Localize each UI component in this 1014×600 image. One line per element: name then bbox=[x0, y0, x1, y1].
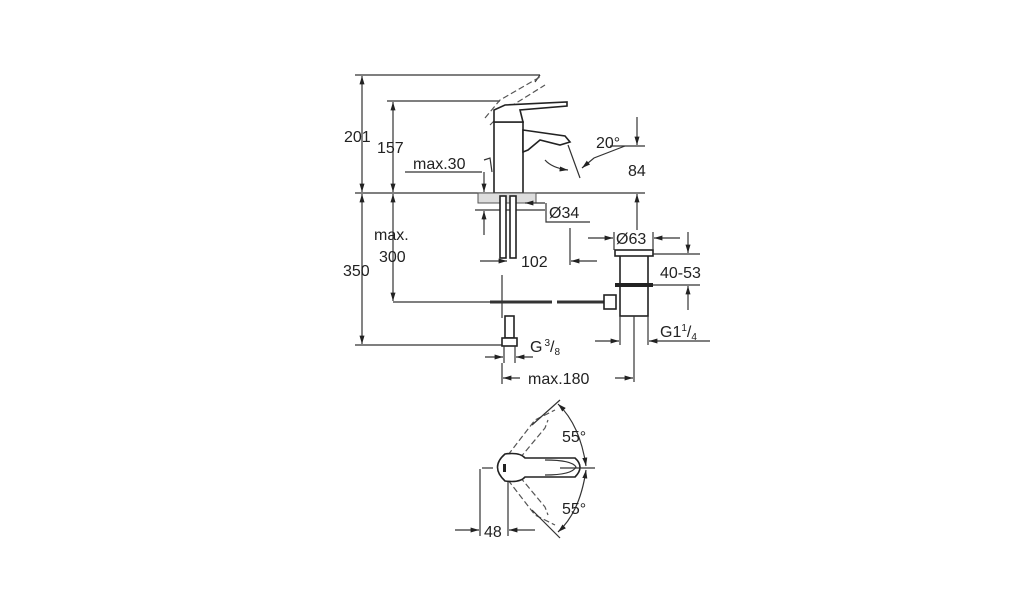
dim-waste-diameter: Ø63 bbox=[616, 231, 646, 248]
dim-spout-angle: 20° bbox=[596, 135, 620, 152]
dim-max-deck: max.30 bbox=[413, 156, 466, 173]
angle-arc-left bbox=[544, 159, 569, 172]
dim-total-height: 201 bbox=[344, 129, 371, 146]
waste-nut bbox=[615, 283, 653, 287]
dim-max-hose-label: max. bbox=[374, 227, 409, 244]
side-view: 20° 84 max.30 Ø34 102 max. 300 350 201 1… bbox=[343, 74, 710, 388]
dim-spout-reach: 102 bbox=[521, 254, 548, 271]
top-view: 55° 55° 48 bbox=[455, 399, 595, 541]
dim-angle-up: 55° bbox=[562, 429, 586, 446]
spout-flow-line bbox=[567, 144, 581, 179]
rod-nut bbox=[603, 294, 617, 310]
dim-max-rod: max.180 bbox=[528, 371, 589, 388]
dim-waste-range: 40-53 bbox=[660, 265, 701, 282]
angle-leader bbox=[581, 145, 626, 169]
dim-spout-clearance: 84 bbox=[628, 163, 646, 180]
dim-waste-thread: G11/4 bbox=[660, 323, 697, 343]
dim-max-hose-value: 300 bbox=[379, 249, 406, 266]
dim-34-leader bbox=[545, 203, 590, 223]
faucet-lever bbox=[493, 101, 568, 123]
dim-angle-down: 55° bbox=[562, 501, 586, 518]
waste-flange bbox=[614, 249, 654, 257]
pop-up-knob bbox=[483, 157, 493, 173]
dim-spout-height: 157 bbox=[377, 140, 404, 157]
handle-indicator bbox=[503, 464, 506, 472]
lever-rotated-down bbox=[507, 476, 556, 526]
angle-line-down bbox=[531, 509, 561, 539]
angle-arc-up bbox=[557, 403, 588, 467]
angle-arc-down bbox=[557, 469, 588, 533]
dim-offset: 48 bbox=[484, 524, 502, 541]
faucet-body bbox=[493, 121, 524, 194]
faucet-spout bbox=[522, 129, 572, 154]
supply-nut bbox=[501, 337, 518, 347]
dim-base-diameter: Ø34 bbox=[549, 205, 579, 222]
lever-rotated-up bbox=[507, 409, 556, 459]
dim-below-deck: 350 bbox=[343, 263, 370, 280]
deck-section bbox=[477, 192, 537, 204]
angle-line-up bbox=[531, 399, 561, 426]
supply-hose-right bbox=[509, 195, 517, 259]
supply-hose-left bbox=[499, 195, 507, 259]
supply-connector bbox=[504, 315, 515, 339]
